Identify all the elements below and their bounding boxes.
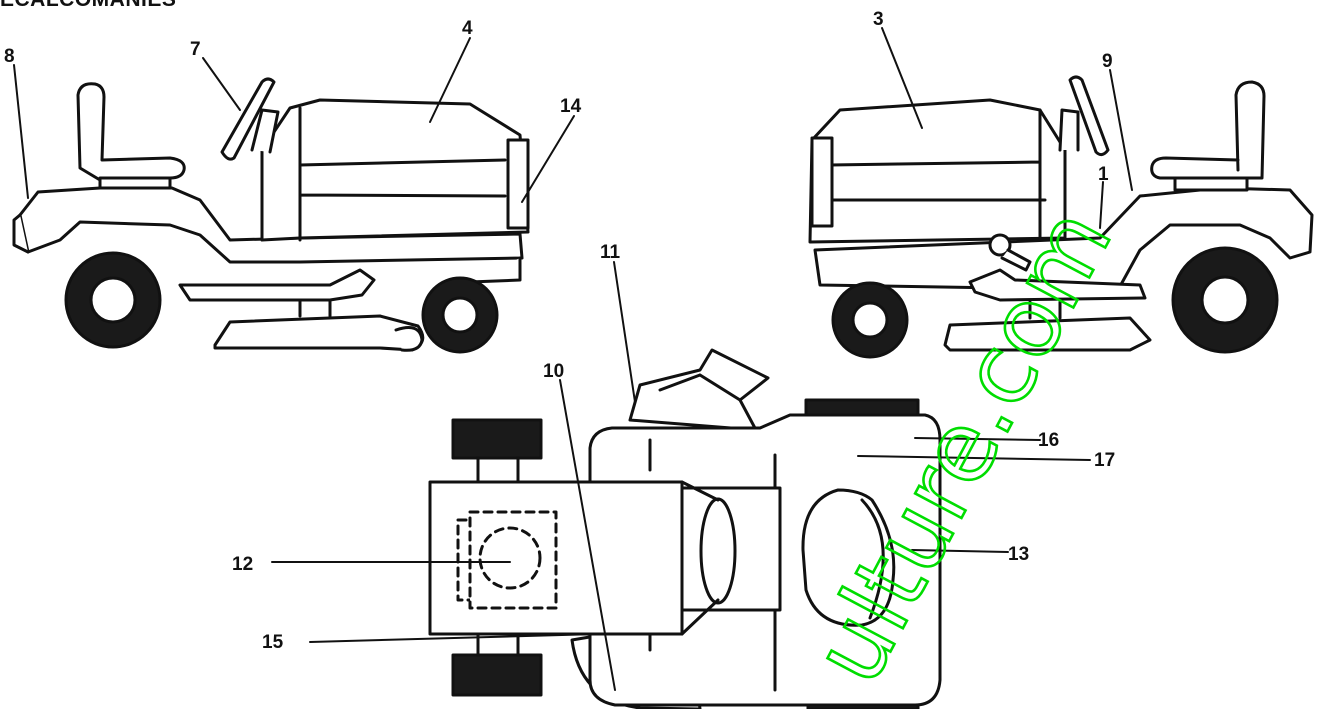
callout-17: 17	[1094, 450, 1115, 471]
left-mower-tires	[64, 251, 499, 354]
right-mower-tires	[831, 246, 1279, 359]
callout-13: 13	[1008, 544, 1029, 565]
callout-12: 12	[232, 554, 253, 575]
callout-10: 10	[543, 361, 564, 382]
top-view-mower	[428, 348, 942, 709]
callout-15: 15	[262, 632, 284, 653]
leader-lines	[13, 27, 1133, 691]
diagram-title: ECALCOMANIES	[0, 0, 176, 12]
callout-4: 4	[462, 18, 473, 39]
callout-14: 14	[560, 96, 582, 117]
callout-3: 3	[873, 9, 884, 30]
callout-1: 1	[1098, 164, 1109, 185]
callout-9: 9	[1102, 51, 1113, 72]
callout-7: 7	[190, 39, 201, 60]
callout-16: 16	[1038, 430, 1059, 451]
callout-8: 8	[4, 46, 15, 67]
callout-numbers: 8 7 4 14 3 9 1 11 10 12 15 16 17 13	[4, 9, 1115, 653]
right-side-view-mower	[808, 75, 1314, 352]
callout-11: 11	[600, 242, 621, 263]
left-side-view-mower	[12, 77, 530, 352]
